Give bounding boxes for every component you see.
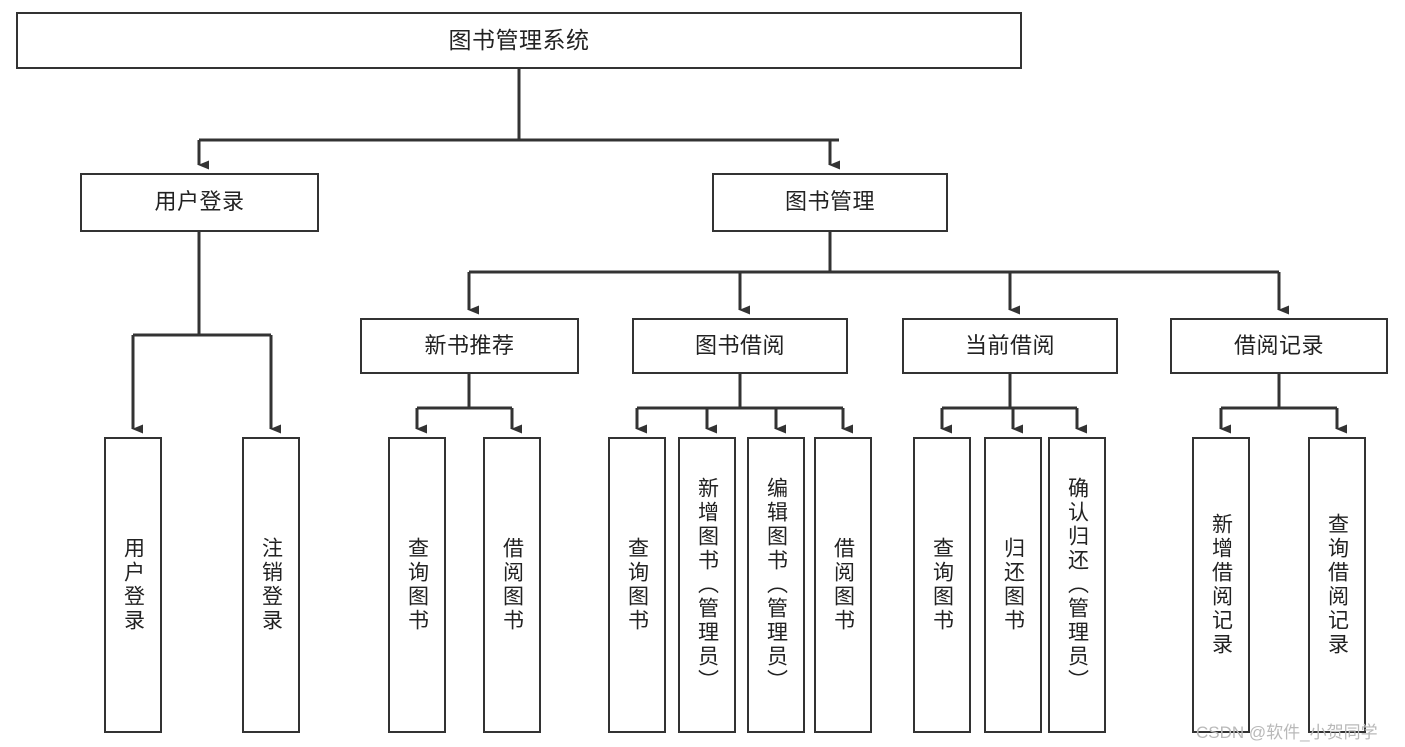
leaf-return-book[interactable]: 归还图书 — [984, 437, 1042, 733]
node-book-borrow[interactable]: 图书借阅 — [632, 318, 848, 374]
leaf-borrow-book-label: 借阅图书 — [831, 537, 855, 633]
leaf-query-borrow-record-label: 查询借阅记录 — [1325, 513, 1349, 657]
leaf-edit-book-admin[interactable]: 编辑图书（管理员） — [747, 437, 805, 733]
leaf-add-book-admin-label: 新增图书（管理员） — [695, 477, 719, 693]
csdn-watermark: CSDN @软件_小贺同学 — [1196, 723, 1378, 742]
leaf-query-book-recommend-label: 查询图书 — [405, 537, 429, 633]
leaf-confirm-return-admin[interactable]: 确认归还（管理员） — [1048, 437, 1106, 733]
node-new-book-recommend[interactable]: 新书推荐 — [360, 318, 579, 374]
node-user-login[interactable]: 用户登录 — [80, 173, 319, 232]
leaf-query-book-borrow-label: 查询图书 — [625, 537, 649, 633]
leaf-logout-login-label: 注销登录 — [259, 537, 283, 633]
node-root-label: 图书管理系统 — [448, 26, 590, 53]
node-borrow-record[interactable]: 借阅记录 — [1170, 318, 1388, 374]
node-user-login-label: 用户登录 — [154, 189, 245, 215]
leaf-borrow-book-recommend-label: 借阅图书 — [500, 537, 524, 633]
leaf-return-book-label: 归还图书 — [1001, 537, 1025, 633]
leaf-query-book-current-label: 查询图书 — [930, 537, 954, 633]
node-current-borrow-label: 当前借阅 — [964, 332, 1055, 358]
leaf-confirm-return-admin-label: 确认归还（管理员） — [1065, 477, 1089, 693]
leaf-borrow-book[interactable]: 借阅图书 — [814, 437, 872, 733]
leaf-logout-login[interactable]: 注销登录 — [242, 437, 300, 733]
leaf-user-login[interactable]: 用户登录 — [104, 437, 162, 733]
leaf-add-borrow-record-label: 新增借阅记录 — [1209, 513, 1233, 657]
node-borrow-record-label: 借阅记录 — [1233, 332, 1324, 358]
leaf-add-borrow-record[interactable]: 新增借阅记录 — [1192, 437, 1250, 733]
leaf-query-book-recommend[interactable]: 查询图书 — [388, 437, 446, 733]
node-current-borrow[interactable]: 当前借阅 — [902, 318, 1118, 374]
node-book-borrow-label: 图书借阅 — [694, 332, 785, 358]
leaf-query-borrow-record[interactable]: 查询借阅记录 — [1308, 437, 1366, 733]
node-book-management[interactable]: 图书管理 — [712, 173, 948, 232]
leaf-add-book-admin[interactable]: 新增图书（管理员） — [678, 437, 736, 733]
leaf-borrow-book-recommend[interactable]: 借阅图书 — [483, 437, 541, 733]
leaf-query-book-current[interactable]: 查询图书 — [913, 437, 971, 733]
node-book-management-label: 图书管理 — [784, 189, 875, 215]
node-new-book-recommend-label: 新书推荐 — [424, 332, 515, 358]
leaf-query-book-borrow[interactable]: 查询图书 — [608, 437, 666, 733]
leaf-edit-book-admin-label: 编辑图书（管理员） — [764, 477, 788, 693]
leaf-user-login-label: 用户登录 — [121, 537, 145, 633]
node-root[interactable]: 图书管理系统 — [16, 12, 1022, 69]
